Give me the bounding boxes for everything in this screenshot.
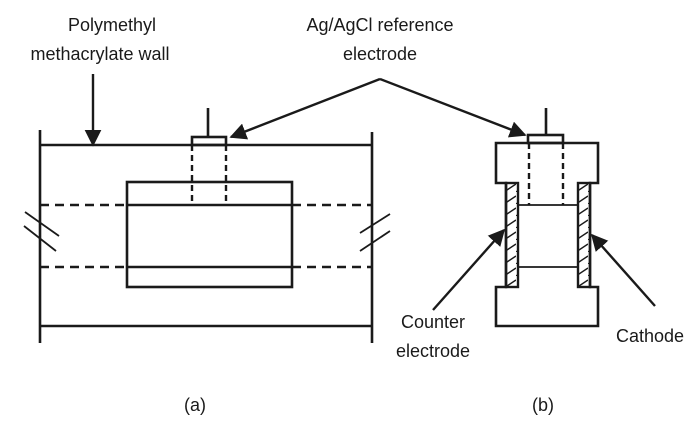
reference-electrode-cap-b [526, 133, 565, 145]
reference-electrode-cap-a [190, 135, 228, 147]
counter-label-line1: Counter [401, 312, 465, 332]
wall-label-line2: methacrylate wall [30, 44, 169, 64]
cathode-electrode [576, 181, 592, 289]
cathode-arrow [590, 233, 656, 307]
panel-a-label: (a) [184, 395, 206, 415]
ref-arrow-a [229, 77, 381, 140]
wall-label-line1: Polymethyl [68, 15, 156, 35]
wall-label: Polymethyl methacrylate wall [30, 15, 169, 64]
break-mark-left [23, 211, 60, 252]
panel-b-cross-section [494, 108, 600, 328]
counter-electrode-arrow [432, 228, 506, 311]
ref-label-line1: Ag/AgCl reference [306, 15, 453, 35]
cathode-label: Cathode [616, 326, 684, 346]
ref-label-line2: electrode [343, 44, 417, 64]
panel-a-side-view [23, 108, 391, 343]
ref-arrow-b [379, 77, 527, 138]
reference-electrode-label: Ag/AgCl reference electrode [306, 15, 453, 64]
electrode-block [125, 180, 294, 289]
counter-electrode-label: Counter electrode [396, 312, 470, 361]
counter-electrode [504, 181, 520, 289]
panel-b-label: (b) [532, 395, 554, 415]
counter-label-line2: electrode [396, 341, 470, 361]
break-mark-right [359, 213, 391, 252]
